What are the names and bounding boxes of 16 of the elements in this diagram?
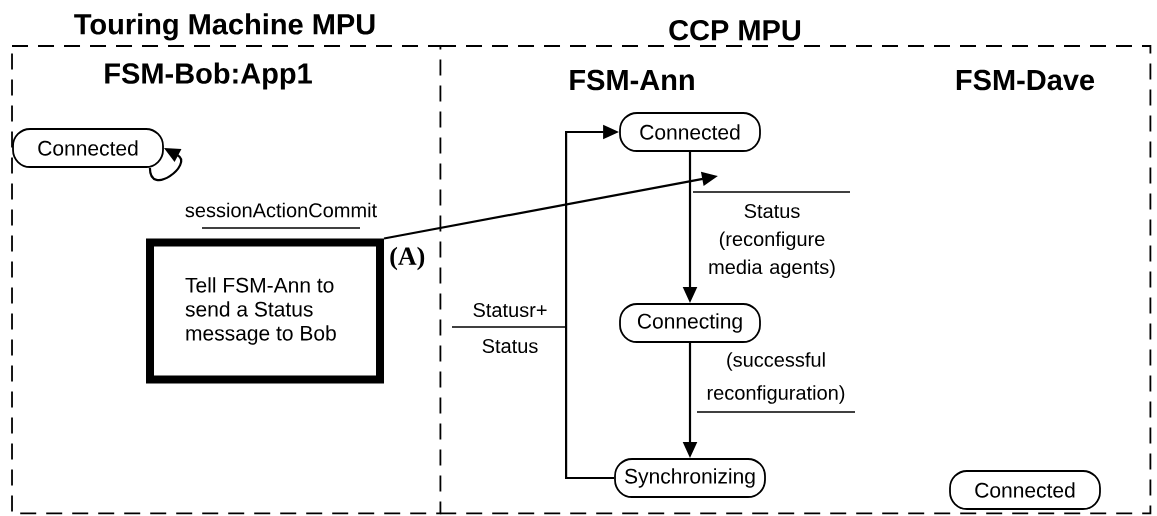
state-box: Connected — [619, 112, 761, 152]
state-box: Connecting — [619, 303, 761, 343]
transition-label: Statusr+ Status — [451, 302, 566, 354]
column-heading: FSM-Bob:App1 — [105, 62, 312, 90]
node-label: Touring Machine MPU — [74, 13, 375, 41]
state-box: Connected — [12, 128, 164, 168]
column-heading: FSM-Dave — [956, 69, 1095, 91]
column-heading: FSM-Ann — [570, 69, 694, 91]
transition-label: sessionActionCommit — [185, 202, 377, 229]
transition-label: Status (reconfigure media agents) — [692, 191, 851, 279]
transition-label: (successful reconfiguration) — [696, 352, 856, 413]
state-box: Connected — [949, 470, 1101, 510]
transition-arrow — [148, 148, 182, 181]
state-box: Synchronizing — [614, 458, 766, 498]
action-box: Tell FSM-Ann to send a Status message to Bob — [146, 238, 384, 384]
callout-label: (A) — [390, 246, 425, 271]
